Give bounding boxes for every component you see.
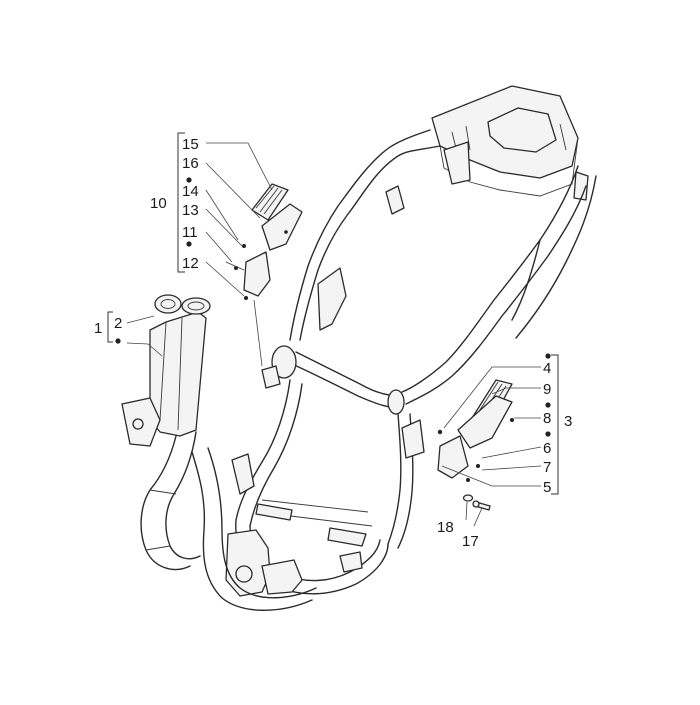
left-footrest-bracket [261,203,303,251]
left-footrest-assembly [225,183,303,300]
left-down-tube [235,379,291,521]
callout-brackets [107,132,559,495]
steering-head-assembly [121,294,317,611]
callout-6: 6 [543,440,551,457]
callout-8: 8 [543,410,551,427]
callout-11: 11 [182,224,198,241]
leader-lines [126,142,542,527]
callout-12: 12 [182,255,199,272]
frame-side-bracket [317,267,347,331]
callout-labels: 15 16 14 10 13 11 12 1 2 4 9 8 3 6 7 5 1… [94,136,572,550]
callout-16: 16 [182,155,199,172]
callout-9: 9 [543,381,551,398]
head-bearing-ring [154,294,182,314]
callout-13: 13 [182,202,199,219]
bracket-10 [177,132,185,273]
callout-17: 17 [462,533,479,550]
left-upper-rail [299,145,441,341]
rear-rack-window [487,107,557,153]
right-down-tube [387,413,402,545]
left-footrest-mount [243,251,271,297]
callout-3: 3 [564,413,572,430]
bracket-3 [551,354,559,495]
right-footrest-bracket [457,395,513,449]
right-footrest-mount [437,435,469,479]
right-footrest-assembly [437,379,514,511]
scooter-frame [225,85,597,597]
callout-1: 1 [94,320,102,337]
lower-front-tube [140,435,191,571]
bracket-1 [107,311,113,343]
cross-tube [295,351,401,397]
callout-10: 10 [150,195,167,212]
callout-14: 14 [182,183,199,200]
callout-4: 4 [543,360,551,377]
callout-7: 7 [543,459,551,476]
callout-2: 2 [114,315,122,332]
callout-15: 15 [182,136,199,153]
callout-18: 18 [437,519,454,536]
engine-bracket [225,529,271,597]
right-upper-rail [401,165,579,393]
washer [462,494,474,502]
callout-5: 5 [543,479,551,496]
